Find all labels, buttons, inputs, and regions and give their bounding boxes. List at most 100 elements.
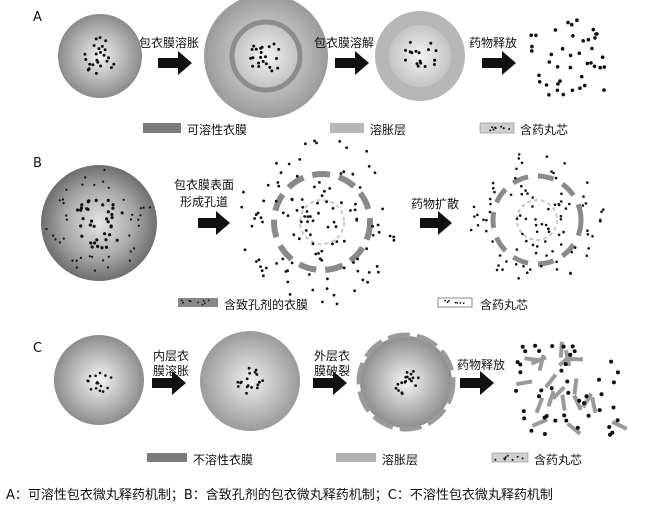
drug-dot bbox=[506, 454, 509, 457]
drug-dot bbox=[504, 456, 507, 459]
drug-dot bbox=[494, 126, 497, 129]
drug-dot bbox=[253, 370, 257, 374]
drug-dot bbox=[111, 206, 115, 210]
drug-dot bbox=[517, 153, 521, 156]
drug-dot bbox=[104, 238, 108, 242]
pore-former-marks-b1 bbox=[45, 168, 151, 272]
drug-dot bbox=[570, 250, 574, 254]
drug-dot bbox=[92, 224, 96, 228]
drug-dot bbox=[353, 208, 357, 212]
drug-dot bbox=[602, 208, 605, 211]
coat-fragment bbox=[560, 394, 567, 411]
drug-dot bbox=[599, 219, 602, 223]
drug-dot bbox=[585, 254, 589, 258]
drug-dot bbox=[597, 377, 601, 382]
drug-dot bbox=[98, 36, 102, 40]
drug-dot bbox=[88, 223, 92, 227]
drug-dot bbox=[276, 181, 280, 184]
drug-dot bbox=[545, 155, 549, 158]
arrow-a2 bbox=[335, 51, 369, 75]
drug-dot bbox=[491, 240, 494, 243]
drug-dot bbox=[573, 246, 577, 249]
drug-dot bbox=[569, 272, 572, 276]
drug-dot bbox=[349, 209, 352, 212]
drug-dot bbox=[61, 198, 64, 201]
pellet-a1-soluble-coated bbox=[58, 14, 142, 98]
released-drug-a4 bbox=[529, 18, 607, 97]
drug-dots-b3 bbox=[469, 153, 605, 280]
drug-dot bbox=[236, 380, 240, 384]
drug-dot bbox=[261, 220, 264, 224]
drug-dot bbox=[375, 265, 379, 268]
drug-dot bbox=[88, 374, 92, 378]
drug-dot bbox=[553, 28, 558, 32]
drug-dot bbox=[530, 49, 534, 53]
legend-c-swell-label: 溶胀层 bbox=[382, 453, 419, 467]
drug-dot bbox=[109, 376, 113, 379]
legend-a-core-swatch bbox=[479, 122, 515, 134]
drug-dot bbox=[255, 260, 258, 263]
coat-fragment bbox=[544, 373, 558, 389]
step-a3-label: 药物释放 bbox=[469, 36, 518, 50]
drug-dot bbox=[356, 269, 360, 273]
drug-dot bbox=[104, 374, 107, 377]
drug-dot bbox=[52, 234, 55, 237]
drug-dot bbox=[275, 262, 278, 265]
drug-dot bbox=[582, 401, 586, 406]
drug-dot bbox=[353, 289, 356, 293]
drug-dot bbox=[555, 88, 560, 93]
drug-dot bbox=[529, 33, 533, 37]
drug-dot bbox=[559, 243, 563, 246]
drug-dot bbox=[547, 60, 552, 64]
coat-fragment bbox=[551, 385, 566, 401]
drug-dot bbox=[367, 164, 371, 168]
drug-dot bbox=[189, 300, 192, 303]
drug-dot bbox=[303, 215, 306, 218]
drug-dot bbox=[306, 220, 309, 224]
drug-dot bbox=[340, 201, 343, 205]
drug-dot bbox=[488, 197, 492, 201]
pellet-c3-broken-coat bbox=[356, 332, 456, 432]
drug-dot bbox=[500, 125, 503, 128]
drug-dot bbox=[96, 244, 100, 248]
drug-dot bbox=[122, 198, 125, 201]
drug-dot bbox=[334, 225, 338, 229]
legend-b-core-label: 含药丸芯 bbox=[480, 298, 529, 312]
drug-dot bbox=[521, 457, 524, 460]
drug-dot bbox=[203, 302, 206, 304]
drug-dot bbox=[277, 184, 281, 188]
drug-dot bbox=[586, 413, 591, 418]
drug-dot bbox=[300, 198, 304, 201]
drug-dot bbox=[531, 196, 534, 199]
drug-dot bbox=[91, 255, 94, 258]
drug-dot bbox=[549, 52, 554, 57]
drug-dot bbox=[86, 200, 90, 204]
drug-dot bbox=[579, 74, 584, 79]
drug-dot bbox=[240, 205, 244, 209]
drug-dot bbox=[342, 170, 346, 174]
drug-dot bbox=[80, 234, 84, 238]
drug-dot bbox=[93, 269, 96, 272]
drug-dot bbox=[459, 302, 462, 304]
drug-dot bbox=[560, 46, 565, 51]
drug-dot bbox=[562, 230, 565, 234]
pellet-b3-dashed-coat bbox=[490, 173, 584, 267]
drug-dot bbox=[599, 392, 604, 397]
drug-dot bbox=[514, 176, 517, 180]
drug-dot bbox=[139, 214, 142, 217]
drug-dot bbox=[87, 67, 91, 71]
drug-dot bbox=[326, 277, 329, 281]
drug-dot bbox=[408, 377, 411, 381]
drug-dot bbox=[547, 93, 551, 97]
drug-dot bbox=[404, 58, 407, 62]
drug-dot bbox=[586, 229, 589, 232]
drug-dots-c2 bbox=[236, 366, 265, 395]
drug-dot bbox=[102, 53, 106, 57]
drug-dot bbox=[485, 229, 488, 233]
drug-dot bbox=[607, 425, 612, 429]
drug-dot bbox=[267, 45, 271, 49]
drug-dot bbox=[570, 344, 575, 349]
drug-dot bbox=[256, 386, 259, 390]
drug-dot bbox=[491, 126, 494, 129]
drug-dot bbox=[268, 65, 272, 69]
